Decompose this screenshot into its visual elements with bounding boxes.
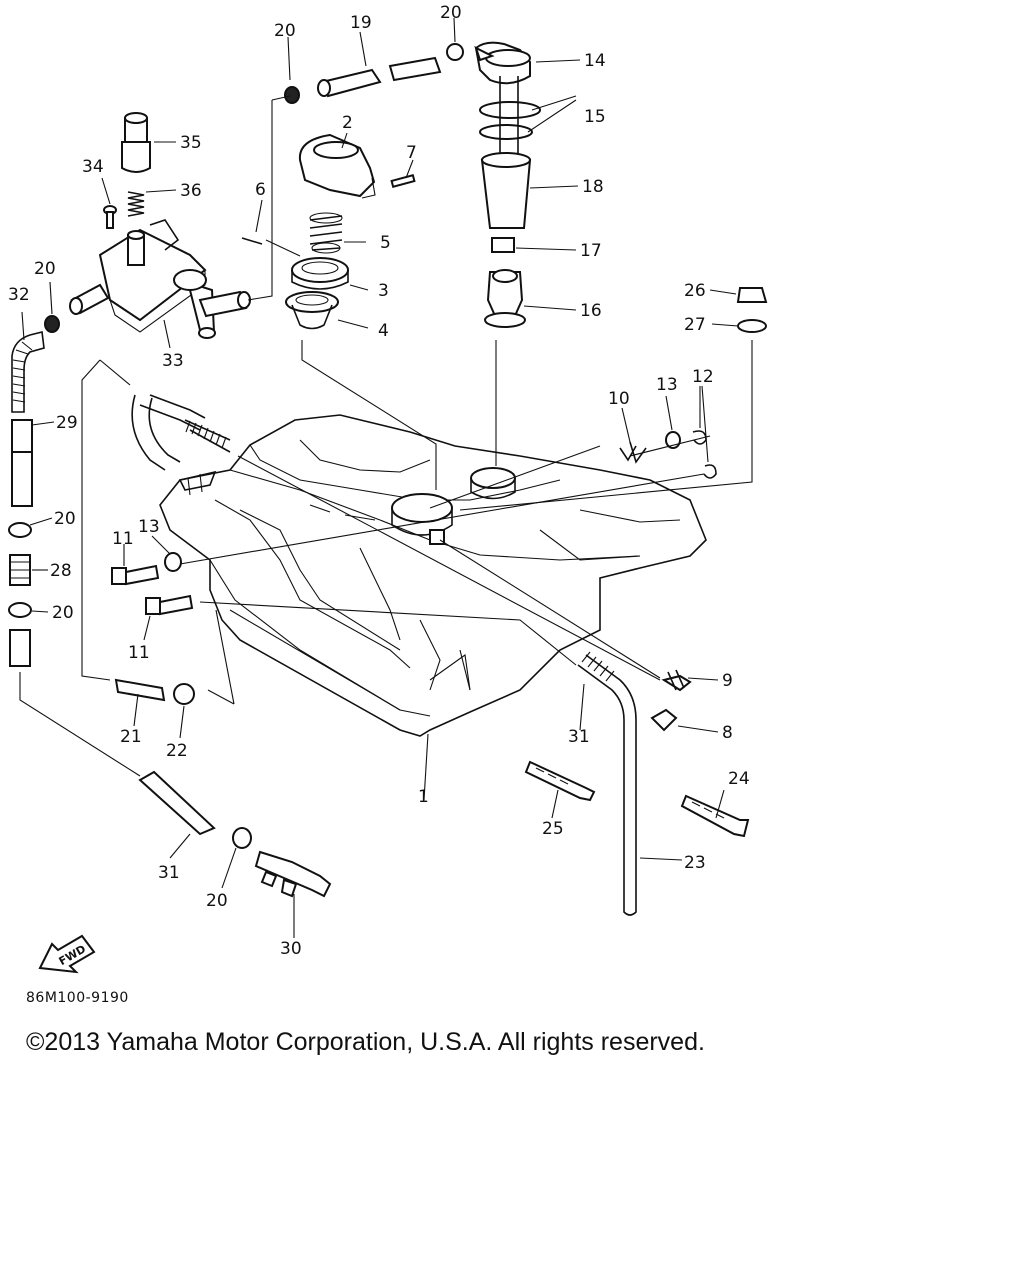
callout-33: 33: [162, 351, 184, 371]
callout-24: 24: [728, 769, 750, 789]
callout-23: 23: [684, 853, 706, 873]
fuel-tank-exploded-diagram: FWD: [8, 3, 768, 974]
fuel-tank: [159, 414, 707, 737]
callout-labels: 1 2 3 4 5 6 7 8 9 10 11 11 12 13 13 14 1…: [8, 3, 750, 959]
fwd-arrow-icon: FWD: [38, 934, 96, 974]
copyright-notice: ©2013 Yamaha Motor Corporation, U.S.A. A…: [26, 1028, 705, 1056]
fuel-cap: [298, 133, 376, 199]
callout-20-d: 20: [54, 509, 76, 529]
callout-26: 26: [684, 281, 706, 301]
fuel-cock: [69, 219, 251, 339]
callout-28: 28: [50, 561, 72, 581]
fuel-cock-screw: [103, 205, 117, 229]
leader-lines: [21, 17, 739, 938]
callout-34: 34: [82, 157, 104, 177]
callout-20-a: 20: [274, 21, 296, 41]
drawing-code: 86M100-9190: [26, 990, 129, 1006]
small-parts-right: [524, 287, 768, 838]
callout-30: 30: [280, 939, 302, 959]
callout-14: 14: [584, 51, 606, 71]
cap-pin: [241, 174, 416, 245]
fuel-cock-spring: [127, 191, 145, 217]
cap-seal: [291, 257, 349, 290]
fuel-hose-chain: [8, 315, 332, 898]
callout-16: 16: [580, 301, 602, 321]
fuel-cock-lever: [121, 112, 151, 173]
callout-9: 9: [722, 671, 733, 691]
callout-6: 6: [255, 180, 266, 200]
callout-32: 32: [8, 285, 30, 305]
callout-5: 5: [380, 233, 391, 253]
callout-11-a: 11: [112, 529, 134, 549]
cap-gasket: [285, 291, 339, 330]
callout-2: 2: [342, 113, 353, 133]
vent-hose-assembly: [131, 394, 231, 471]
callout-27: 27: [684, 315, 706, 335]
callout-19: 19: [350, 13, 372, 33]
callout-10: 10: [608, 389, 630, 409]
callout-20-b: 20: [440, 3, 462, 23]
callout-1: 1: [418, 787, 429, 807]
top-hoses: [284, 43, 464, 104]
cap-spring: [309, 212, 343, 254]
callout-13-b: 13: [138, 517, 160, 537]
callout-20-f: 20: [206, 891, 228, 911]
alignment-lines: [19, 95, 753, 777]
callout-12: 12: [692, 367, 714, 387]
callout-35: 35: [180, 133, 202, 153]
callout-3: 3: [378, 281, 389, 301]
callout-13-a: 13: [656, 375, 678, 395]
mounting-bolts: [111, 552, 194, 616]
callout-31-b: 31: [568, 727, 590, 747]
callout-25: 25: [542, 819, 564, 839]
callout-21: 21: [120, 727, 142, 747]
callout-8: 8: [722, 723, 733, 743]
callout-36: 36: [180, 181, 202, 201]
breather-hose: [577, 651, 637, 916]
callout-20-c: 20: [34, 259, 56, 279]
callout-29: 29: [56, 413, 78, 433]
callout-17: 17: [580, 241, 602, 261]
callout-22: 22: [166, 741, 188, 761]
callout-15: 15: [584, 107, 606, 127]
callout-18: 18: [582, 177, 604, 197]
callout-11-b: 11: [128, 643, 150, 663]
fuel-pickup-stack: [474, 41, 541, 328]
callout-20-e: 20: [52, 603, 74, 623]
callout-31-a: 31: [158, 863, 180, 883]
callout-7: 7: [406, 143, 417, 163]
callout-4: 4: [378, 321, 389, 341]
